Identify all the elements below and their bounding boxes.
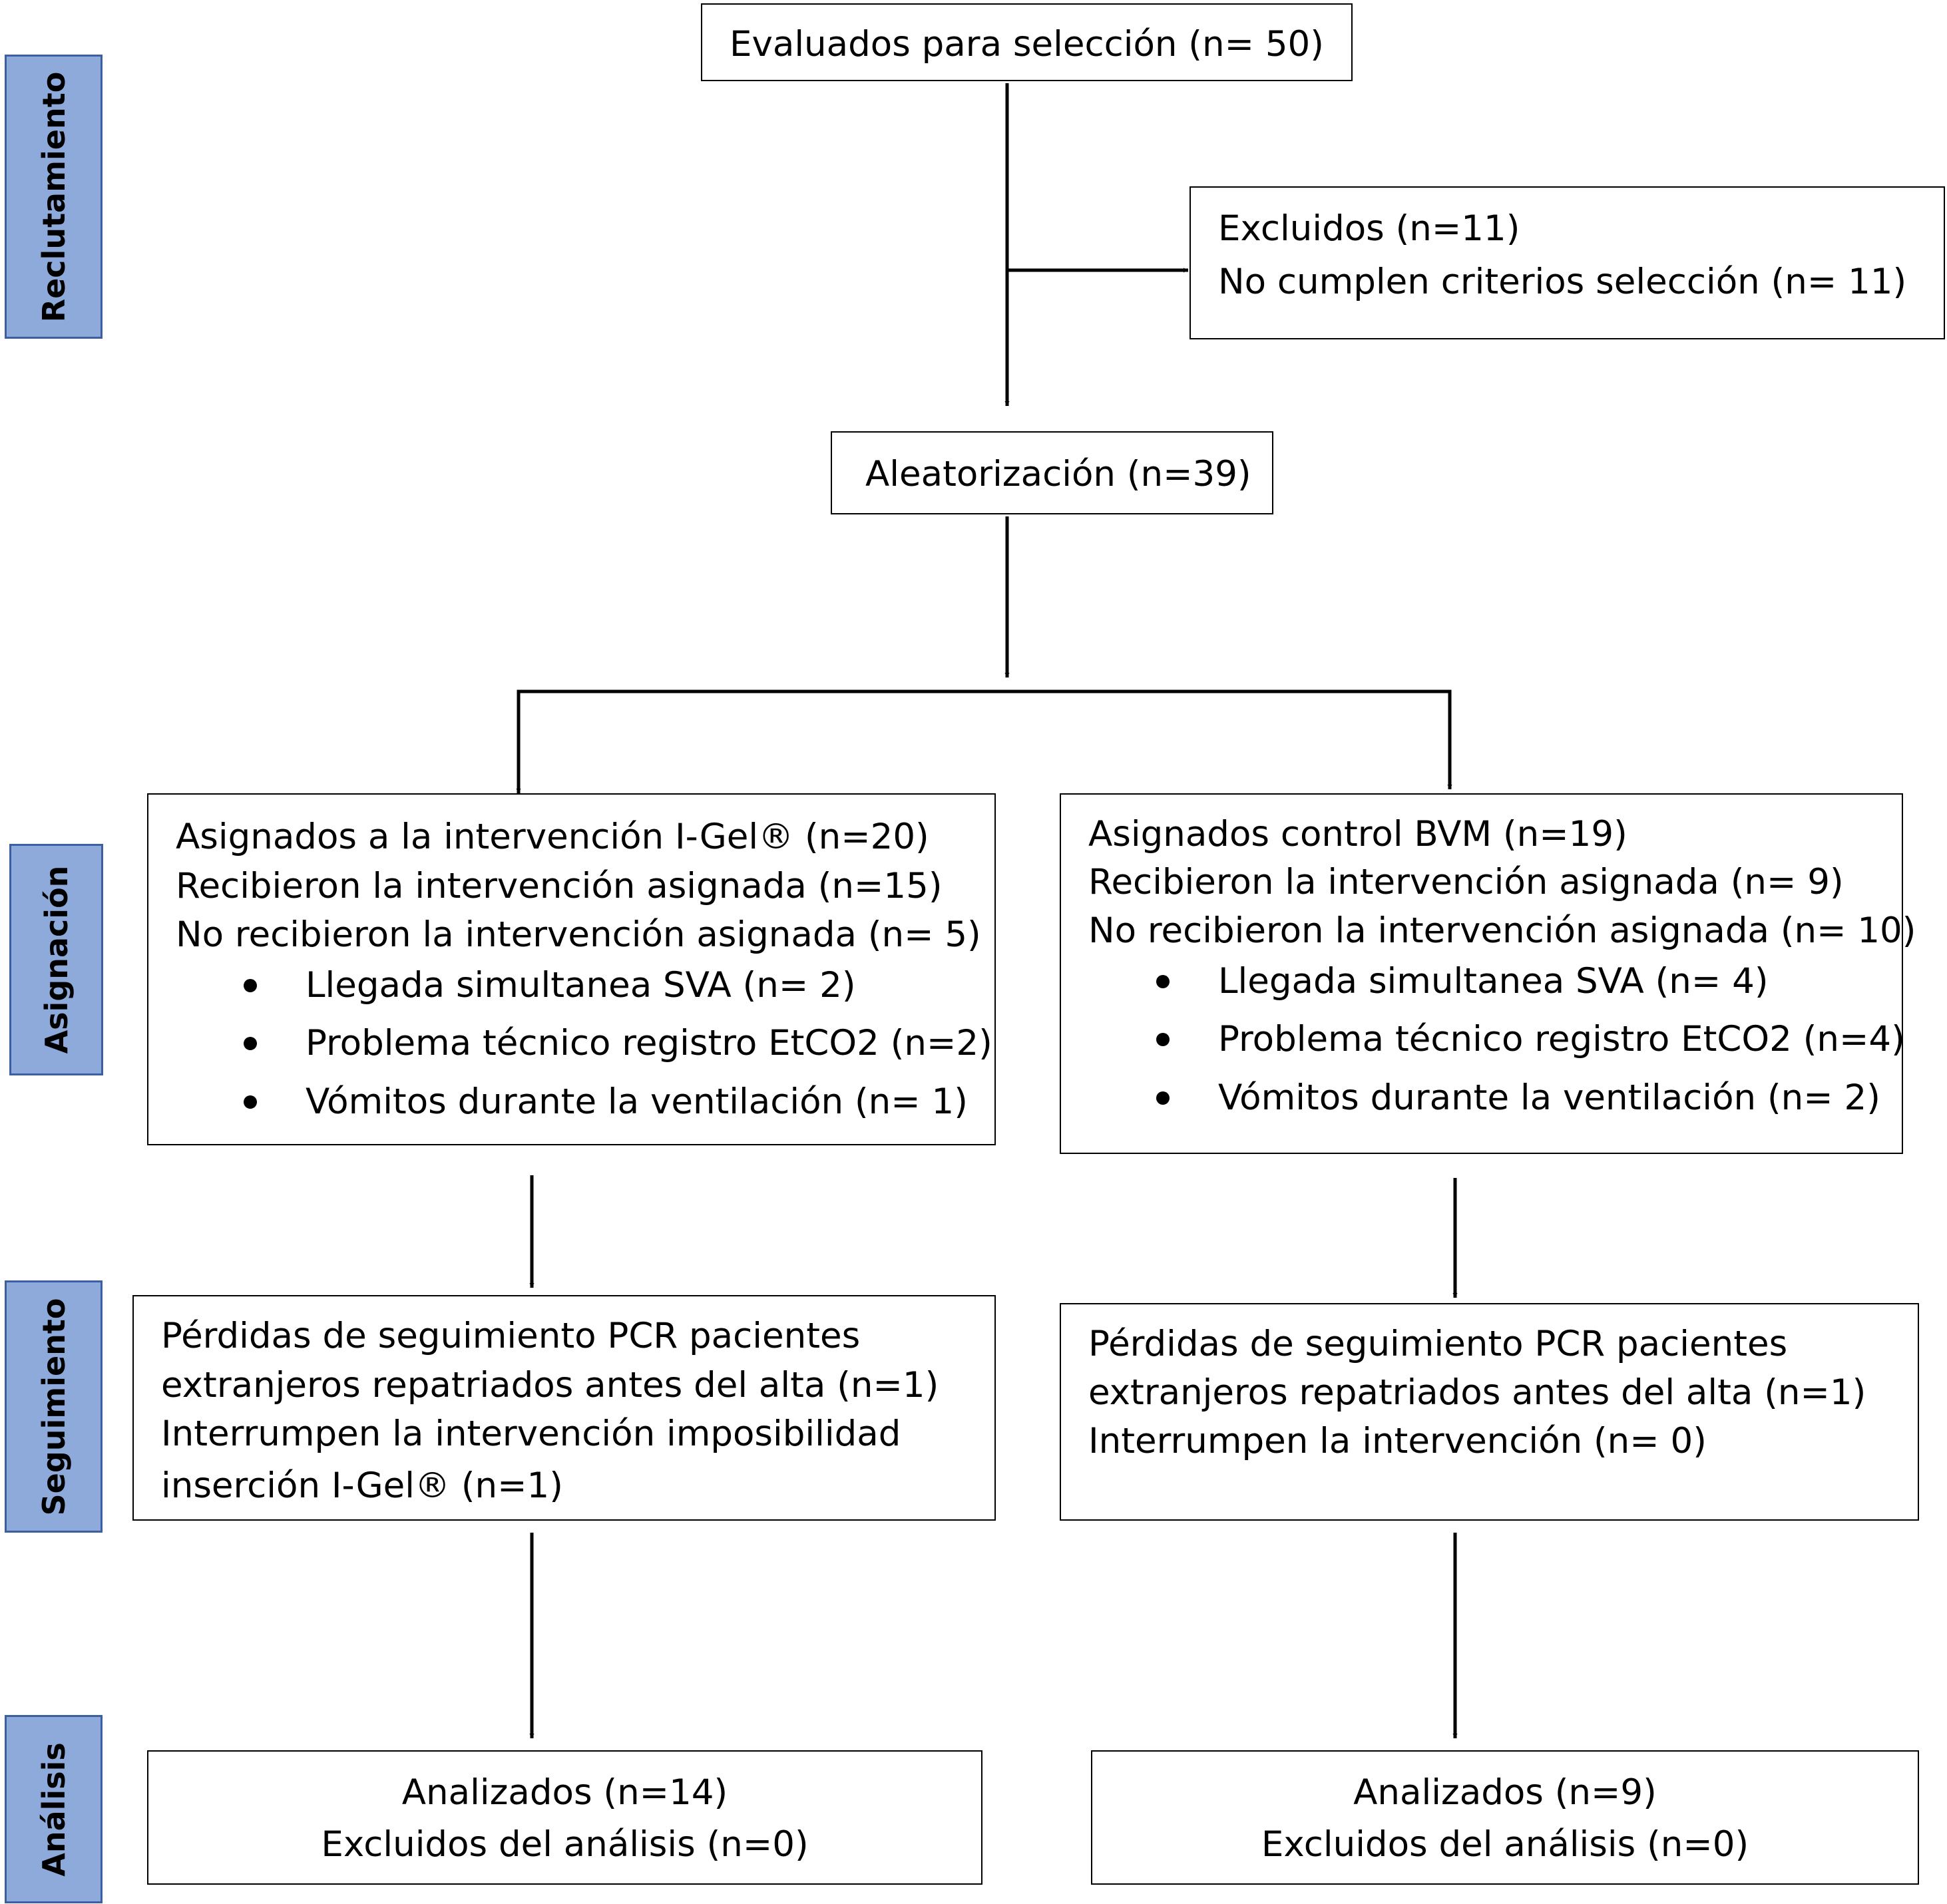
igel-followup-line-2: extranjeros repatriados antes del alta (… bbox=[161, 1365, 939, 1406]
igel-not-received: No recibieron la intervención asignada (… bbox=[176, 914, 981, 955]
bvm-received: Recibieron la intervención asignada (n= … bbox=[1088, 862, 1844, 902]
igel-reason-2: Problema técnico registro EtCO2 (n=2) bbox=[306, 1023, 992, 1063]
bvm-followup-line-3: Interrumpen la intervención (n= 0) bbox=[1088, 1421, 1707, 1461]
excluded-title: Excluidos (n=11) bbox=[1218, 208, 1520, 249]
bvm-followup-box: Pérdidas de seguimiento PCR pacientes ex… bbox=[1060, 1303, 1919, 1521]
igel-allocated: Asignados a la intervención I-Gel® (n=20… bbox=[176, 817, 929, 857]
stage-followup-label: Seguimiento bbox=[35, 1297, 72, 1516]
igel-followup-box: Pérdidas de seguimiento PCR pacientes ex… bbox=[132, 1295, 996, 1521]
stage-analysis-label: Análisis bbox=[35, 1742, 72, 1877]
stage-allocation: Asignación bbox=[9, 844, 103, 1075]
randomized-box: Aleatorización (n=39) bbox=[831, 431, 1273, 514]
igel-followup-line-4: inserción I-Gel® (n=1) bbox=[161, 1465, 563, 1506]
stage-followup: Seguimiento bbox=[5, 1280, 103, 1533]
bvm-not-received: No recibieron la intervención asignada (… bbox=[1088, 910, 1916, 951]
bvm-reason-3: Vómitos durante la ventilación (n= 2) bbox=[1218, 1077, 1880, 1118]
igel-excluded-analysis: Excluidos del análisis (n=0) bbox=[321, 1824, 809, 1865]
excluded-box: Excluidos (n=11) No cumplen criterios se… bbox=[1190, 186, 1945, 339]
bvm-reason-2: Problema técnico registro EtCO2 (n=4) bbox=[1218, 1019, 1905, 1059]
igel-allocation-box: Asignados a la intervención I-Gel® (n=20… bbox=[147, 793, 996, 1145]
igel-reason-bullet bbox=[244, 1037, 257, 1050]
bvm-reason-bullet bbox=[1156, 1091, 1170, 1105]
bvm-reason-bullet bbox=[1156, 975, 1170, 988]
stage-analysis: Análisis bbox=[5, 1715, 103, 1903]
igel-analyzed: Analizados (n=14) bbox=[401, 1772, 728, 1813]
igel-followup-line-1: Pérdidas de seguimiento PCR pacientes bbox=[161, 1316, 861, 1356]
igel-received: Recibieron la intervención asignada (n=1… bbox=[176, 866, 943, 906]
igel-followup-line-3: Interrumpen la intervención imposibilida… bbox=[161, 1414, 901, 1454]
bvm-followup-line-2: extranjeros repatriados antes del alta (… bbox=[1088, 1372, 1866, 1413]
bvm-analysis-box: Analizados (n=9) Excluidos del análisis … bbox=[1091, 1750, 1919, 1885]
bvm-reason-1: Llegada simultanea SVA (n= 4) bbox=[1218, 961, 1769, 1002]
excluded-reason: No cumplen criterios selección (n= 11) bbox=[1218, 262, 1907, 302]
assessed-text: Evaluados para selección (n= 50) bbox=[730, 24, 1324, 65]
igel-reason-bullet bbox=[244, 1095, 257, 1109]
bvm-excluded-analysis: Excluidos del análisis (n=0) bbox=[1261, 1824, 1749, 1865]
bvm-reason-bullet bbox=[1156, 1033, 1170, 1046]
stage-recruitment-label: Reclutamiento bbox=[35, 71, 72, 322]
igel-reason-1: Llegada simultanea SVA (n= 2) bbox=[306, 965, 856, 1006]
assessed-box: Evaluados para selección (n= 50) bbox=[701, 3, 1353, 81]
igel-reason-bullet bbox=[244, 979, 257, 992]
bvm-followup-line-1: Pérdidas de seguimiento PCR pacientes bbox=[1088, 1324, 1788, 1364]
randomized-text: Aleatorización (n=39) bbox=[865, 454, 1251, 494]
igel-analysis-box: Analizados (n=14) Excluidos del análisis… bbox=[147, 1750, 982, 1885]
split-connector bbox=[517, 689, 1452, 775]
stage-allocation-label: Asignación bbox=[38, 865, 75, 1054]
bvm-allocated: Asignados control BVM (n=19) bbox=[1088, 814, 1627, 855]
bvm-allocation-box: Asignados control BVM (n=19) Recibieron … bbox=[1060, 793, 1916, 1154]
igel-reason-3: Vómitos durante la ventilación (n= 1) bbox=[306, 1081, 968, 1122]
bvm-analyzed: Analizados (n=9) bbox=[1353, 1772, 1657, 1813]
stage-recruitment: Reclutamiento bbox=[5, 55, 103, 339]
